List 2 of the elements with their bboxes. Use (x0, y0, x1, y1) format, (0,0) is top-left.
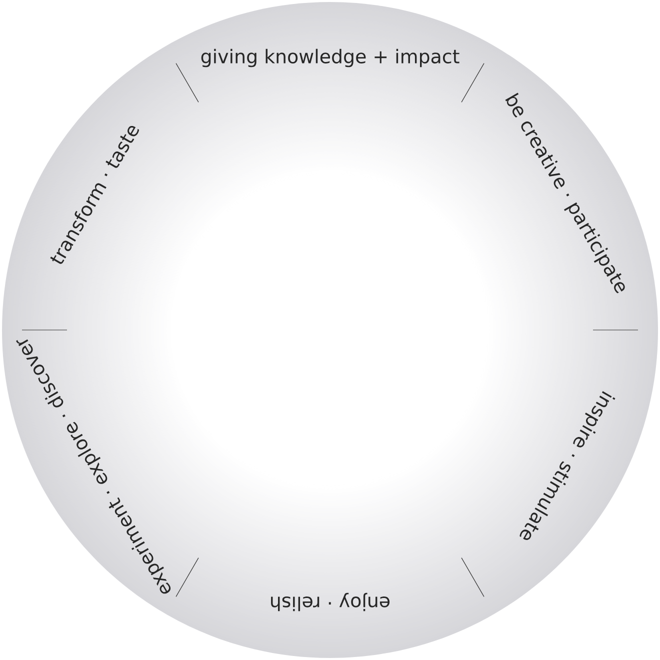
segment-label: enjoy · relish (271, 592, 390, 612)
segment-label: giving knowledge + impact (201, 48, 460, 68)
